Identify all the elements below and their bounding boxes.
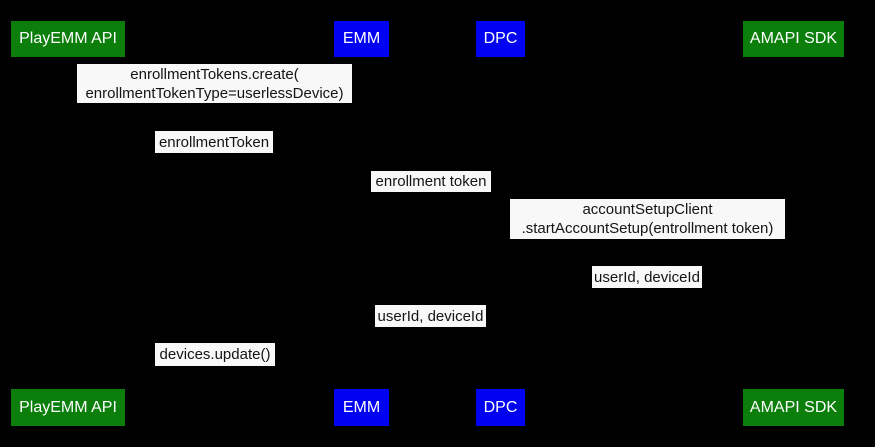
actor-dpc-bottom: DPC	[476, 389, 525, 426]
message-enrollment-token-return: enrollmentToken	[155, 131, 273, 153]
actor-label: PlayEMM API	[19, 30, 117, 47]
message-devices-update: devices.update()	[155, 343, 275, 366]
message-enrollment-token-forward: enrollment token	[371, 171, 491, 192]
actor-label: EMM	[342, 398, 381, 416]
message-start-account-setup: accountSetupClient .startAccountSetup(en…	[510, 199, 785, 239]
actor-playemm-api-bottom: PlayEMM API	[11, 389, 125, 426]
message-enrollment-tokens-create: enrollmentTokens.create( enrollmentToken…	[77, 64, 352, 103]
actor-label: DPC	[483, 398, 518, 416]
actor-amapi-sdk-top: AMAPI SDK	[743, 21, 844, 57]
message-userid-deviceid-forward: userId, deviceId	[375, 305, 486, 327]
actor-playemm-api-top: PlayEMM API	[11, 21, 125, 57]
actor-label: EMM	[342, 30, 381, 47]
actor-label: DPC	[483, 30, 518, 47]
actor-label: AMAPI SDK	[749, 398, 838, 416]
actor-label: PlayEMM API	[19, 398, 117, 416]
actor-label: AMAPI SDK	[749, 30, 838, 47]
actor-emm-top: EMM	[334, 21, 389, 57]
message-userid-deviceid-return: userId, deviceId	[592, 266, 702, 288]
actor-emm-bottom: EMM	[334, 389, 389, 426]
actor-amapi-sdk-bottom: AMAPI SDK	[743, 389, 844, 426]
actor-dpc-top: DPC	[476, 21, 525, 57]
